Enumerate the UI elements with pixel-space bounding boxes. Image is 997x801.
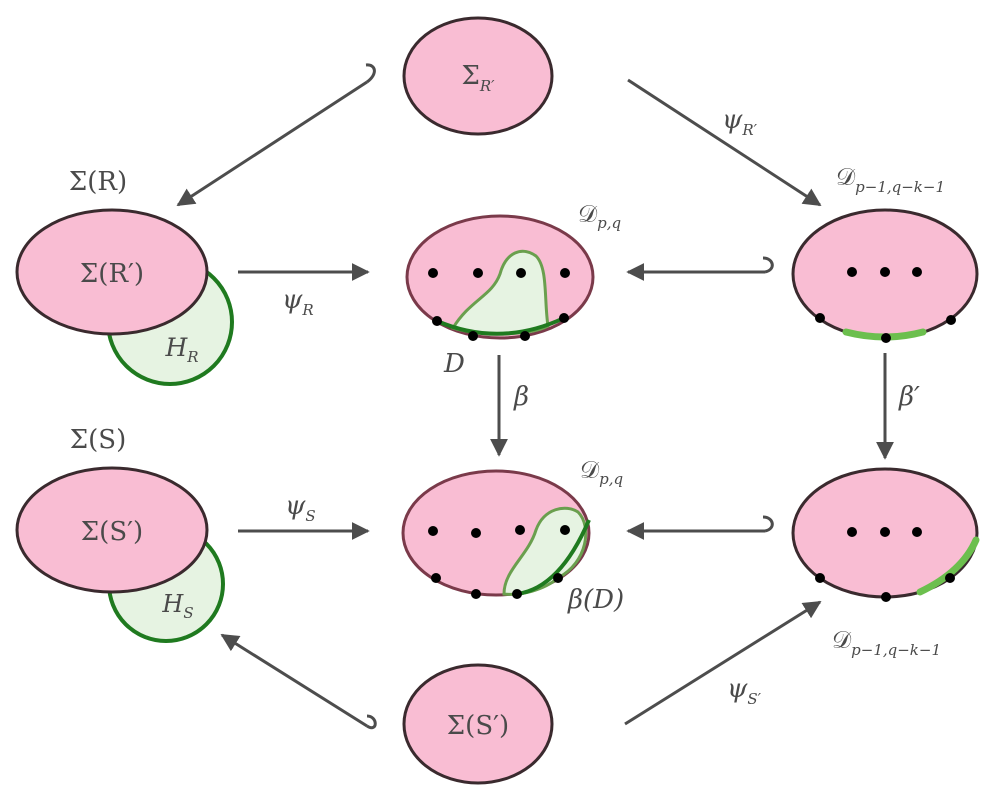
arrows — [176, 63, 894, 730]
punctures-top-center — [428, 268, 570, 341]
label-beta: β — [513, 382, 529, 412]
hook-top-left — [365, 63, 376, 84]
label-h-s: HS — [161, 590, 193, 622]
punctures-bottom-right — [815, 527, 955, 602]
punctures-bottom-center — [428, 525, 570, 599]
label-beta-prime: β′ — [898, 382, 920, 412]
label-sigma-r: Σ(R) — [69, 167, 127, 197]
arrow-inclusion-bottom-left — [220, 633, 368, 728]
punctures-top-right — [815, 267, 956, 343]
label-region-d: D — [443, 349, 465, 379]
arrow-psi-r-prime — [627, 78, 822, 207]
label-psi-r: ψR — [282, 285, 314, 319]
label-d-pq-bottom: 𝒟p,q — [580, 456, 623, 488]
label-sigma-r-prime: Σ(R′) — [80, 259, 144, 289]
label-h-r: HR — [164, 333, 198, 366]
label-d-pq-top: 𝒟p,q — [578, 200, 621, 232]
highlight-arc-bottom-right — [916, 536, 980, 596]
arrow-psi-s-prime — [624, 600, 822, 726]
label-sigma-r-prime-top: ΣR′ — [461, 61, 495, 95]
label-beta-d: β(D) — [567, 585, 624, 615]
surface-sigma-s-prime-bottom — [402, 663, 554, 785]
surface-sigma-s-prime — [15, 466, 209, 594]
hook-bottom-right — [762, 515, 774, 533]
label-d-top-right: 𝒟p−1,q−k−1 — [836, 163, 945, 196]
region-beta-d-boundary-arc — [516, 519, 591, 596]
label-psi-s: ψS — [285, 491, 316, 525]
region-d-boundary-arc — [436, 316, 565, 336]
label-sigma-s-prime: Σ(S′) — [81, 517, 143, 547]
surface-sigma-r-prime-top — [402, 16, 554, 136]
surface-sigma-r-prime — [15, 208, 209, 336]
hook-bottom-left — [366, 714, 377, 730]
hook-top-right — [762, 256, 774, 274]
arrow-inclusion-top-left — [176, 80, 368, 207]
label-d-bottom-right: 𝒟p−1,q−k−1 — [832, 626, 941, 659]
label-psi-s-prime: ψS′ — [727, 674, 762, 708]
label-sigma-s-prime-bottom: Σ(S′) — [447, 711, 509, 741]
label-psi-r-prime: ψR′ — [722, 105, 758, 139]
label-sigma-s: Σ(S) — [70, 425, 126, 455]
